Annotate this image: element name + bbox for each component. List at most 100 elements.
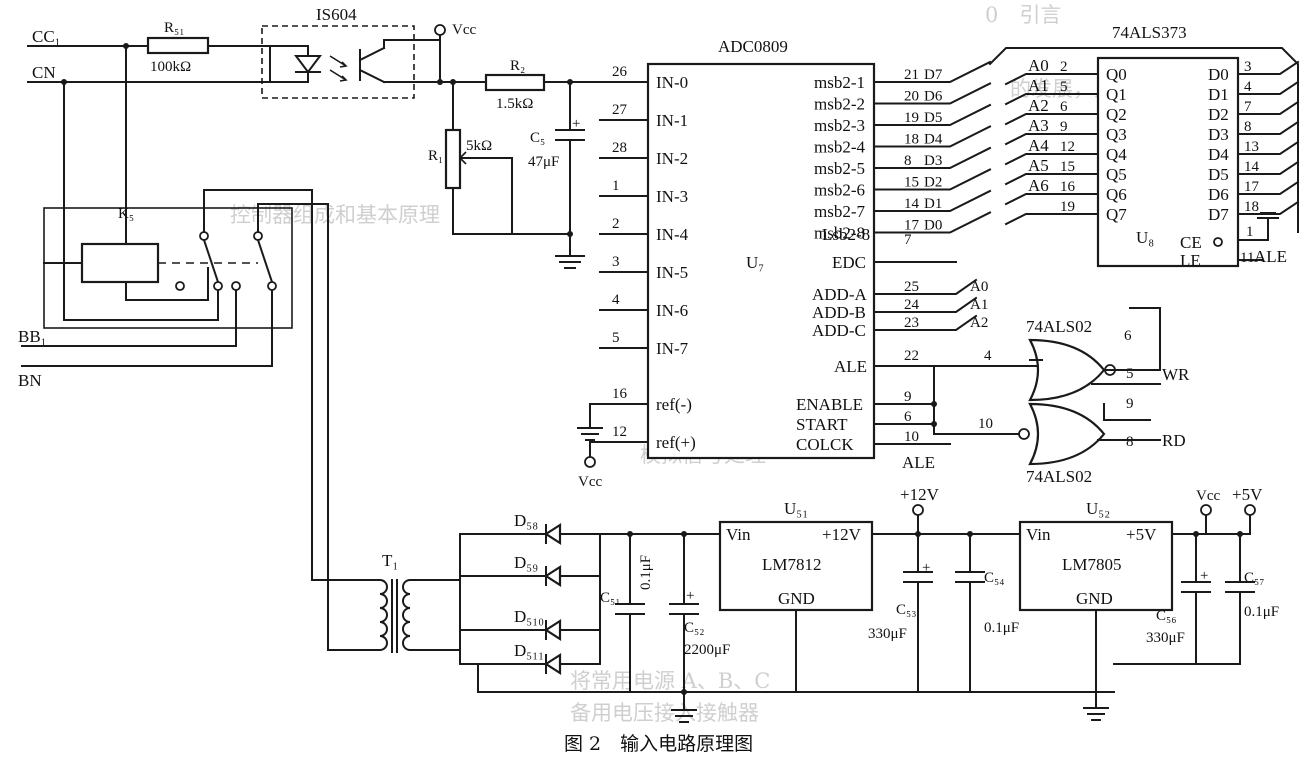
latch-ce-name: CE	[1180, 233, 1202, 252]
wire-ref-minus	[589, 403, 649, 429]
adc-control-pin-number: 10	[904, 429, 919, 445]
adc-lsb-label: Lsb2-8	[822, 225, 870, 244]
latch-q-name: Q5	[1106, 165, 1127, 184]
opto-is604-box	[261, 25, 415, 99]
junction-c5-gnd	[567, 231, 573, 237]
adc-output-pin-name: msb2-1	[814, 73, 865, 92]
adc-output-pin-net: D5	[924, 110, 942, 126]
adc-input-pin-name: IN-3	[656, 187, 688, 206]
c57-name: C₅₇	[1244, 570, 1264, 586]
adc-control-pin-name: START	[796, 415, 848, 434]
u52-gnd: GND	[1076, 589, 1113, 608]
r1-wiper-arrow	[458, 151, 467, 165]
adc-input-pin-number: 5	[612, 330, 620, 346]
wire-k5-top-2	[257, 203, 329, 581]
capacitor-c53	[903, 533, 933, 693]
gate-bottom-net: RD	[1162, 431, 1186, 450]
latch-addr-pin-net: A3	[1028, 116, 1049, 135]
adc-addr-pin-line	[873, 278, 978, 295]
rail-5v-label: +5V	[1232, 485, 1263, 504]
adc-control-pin-number: 6	[904, 409, 912, 425]
latch-addr-pin-line	[1004, 73, 1099, 86]
latch-addr-pin-line	[1004, 113, 1099, 126]
adc-input-pin-number: 4	[612, 292, 620, 308]
ground-7805	[1083, 691, 1109, 721]
vcc-label-ref: Vcc	[578, 474, 602, 490]
adc-addr-pin-name: ADD-C	[812, 321, 866, 340]
transformer-primary	[311, 578, 388, 652]
adc-ref: U₇	[746, 253, 764, 272]
adc-control-pin-number: 9	[904, 389, 912, 405]
gate-bottom-pin8: 8	[1126, 434, 1134, 450]
latch-q-name: Q4	[1106, 145, 1127, 164]
latch-addr-pin-number: 9	[1060, 119, 1068, 135]
latch-q-name: Q0	[1106, 65, 1127, 84]
adc-output-pin-line	[873, 189, 992, 212]
adc-output-pin-net: D3	[924, 153, 942, 169]
latch-addr-pin-number: 5	[1060, 79, 1068, 95]
adc-ale-name: ALE	[834, 357, 867, 376]
capacitor-c56	[1113, 533, 1211, 665]
latch-le-net: ALE	[1254, 247, 1287, 266]
c5-value: 47μF	[528, 154, 559, 170]
latch-data-pin-line	[1237, 60, 1300, 75]
latch-addr-pin-net: A0	[1028, 56, 1049, 75]
adc-control-pin-name: COLCK	[796, 435, 854, 454]
adc-addr-pin-name: ADD-A	[812, 285, 867, 304]
latch-q-name: Q2	[1106, 105, 1127, 124]
diode-body	[543, 522, 562, 546]
latch-d-name: D7	[1208, 205, 1229, 224]
diode-body	[543, 564, 562, 588]
wire-ref-plus	[589, 441, 649, 457]
opto-led-left	[269, 45, 309, 83]
c52-value: 2200μF	[684, 642, 730, 658]
wire-bb1	[21, 289, 237, 347]
junction-start	[931, 421, 937, 427]
gate-top-net: WR	[1162, 365, 1190, 384]
resistor-r2	[484, 73, 546, 92]
adc-input-pin-number: 1	[612, 178, 620, 194]
u51-gnd: GND	[778, 589, 815, 608]
wire-cn-down	[63, 81, 219, 321]
gate-bottom-label: 74ALS02	[1026, 467, 1092, 486]
latch-data-pin-number: 17	[1244, 179, 1260, 195]
c56-value: 330μF	[1146, 630, 1185, 646]
latch-addr-pin-line	[1004, 133, 1099, 146]
r2-name: R₂	[510, 58, 525, 74]
adc-output-pin-name: msb2-3	[814, 116, 865, 135]
wire-ce-ground	[1239, 212, 1279, 241]
gate-top-label: 74ALS02	[1026, 317, 1092, 336]
c52-name: C₅₂	[684, 620, 704, 636]
diode-label: D₅₁₀	[514, 607, 544, 626]
adc-input-pin-number: 3	[612, 254, 620, 270]
opto-transistor	[358, 35, 441, 84]
wire-gate-top-out	[1114, 307, 1161, 371]
adc-input-pin-number: 27	[612, 102, 628, 118]
vcc-label-opto: Vcc	[452, 22, 476, 38]
latch-data-pin-number: 14	[1244, 159, 1260, 175]
latch-addr-pin-line	[1004, 153, 1099, 166]
latch-addr-pin-line	[1004, 93, 1099, 106]
r2-value: 1.5kΩ	[496, 96, 533, 112]
c53-plus: +	[922, 560, 930, 576]
c56-name: C₅₆	[1156, 608, 1176, 624]
adc-addr-pin-line	[873, 314, 978, 331]
adc-output-pin-net: D4	[924, 132, 943, 148]
adc-output-pin-name: msb2-7	[814, 202, 866, 221]
transformer-core	[391, 579, 398, 653]
diode-label: D₅₁₁	[514, 641, 544, 660]
resistor-r51	[146, 36, 210, 55]
gate-top-pin6: 6	[1124, 328, 1132, 344]
node-12v	[912, 504, 924, 516]
relay-k5-label: K₅	[118, 206, 134, 222]
adc-output-pin-number: 18	[904, 132, 919, 148]
r51-name: R₅₁	[164, 20, 184, 36]
junction-enable-start	[931, 401, 937, 407]
adc-output-pin-name: msb2-2	[814, 95, 865, 114]
adc-addr-pin-net: A0	[970, 279, 988, 295]
k5-contact-1	[199, 231, 209, 241]
opto-label: IS604	[316, 5, 357, 24]
nor-gate-bottom-bubble	[1018, 428, 1030, 440]
ghost-text-7: 备用电压接入接触器	[570, 701, 759, 725]
